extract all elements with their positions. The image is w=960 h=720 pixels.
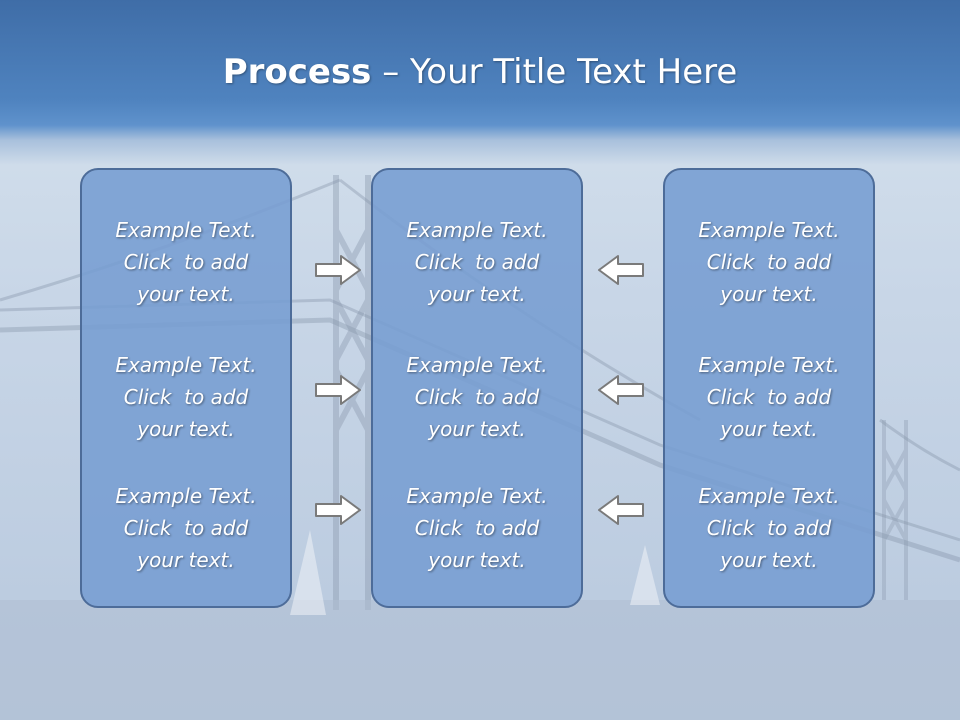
text-line: Click to add xyxy=(123,385,249,409)
text-line: Example Text. xyxy=(115,218,257,242)
text-line: Example Text. xyxy=(406,353,548,377)
arrow-left-icon xyxy=(598,375,644,405)
text-block[interactable]: Example Text. Click to add your text. xyxy=(665,349,873,445)
text-line: Example Text. xyxy=(406,218,548,242)
text-line: Click to add xyxy=(414,250,540,274)
text-block[interactable]: Example Text. Click to add your text. xyxy=(82,214,290,310)
text-line: Click to add xyxy=(123,516,249,540)
text-line: your text. xyxy=(137,282,235,306)
text-line: Click to add xyxy=(414,385,540,409)
text-block[interactable]: Example Text. Click to add your text. xyxy=(82,349,290,445)
title-rest: – Your Title Text Here xyxy=(371,52,738,92)
text-panel-left[interactable]: Example Text. Click to add your text. Ex… xyxy=(80,168,292,608)
text-line: your text. xyxy=(137,548,235,572)
text-line: Example Text. xyxy=(698,353,840,377)
text-line: your text. xyxy=(720,282,818,306)
text-line: Click to add xyxy=(706,250,832,274)
text-block[interactable]: Example Text. Click to add your text. xyxy=(373,480,581,576)
text-block[interactable]: Example Text. Click to add your text. xyxy=(373,214,581,310)
text-line: Click to add xyxy=(706,385,832,409)
text-line: Click to add xyxy=(123,250,249,274)
text-line: Example Text. xyxy=(698,484,840,508)
slide-title[interactable]: Process – Your Title Text Here xyxy=(0,52,960,92)
text-line: Click to add xyxy=(414,516,540,540)
text-line: your text. xyxy=(720,548,818,572)
arrow-left-icon xyxy=(598,495,644,525)
text-line: your text. xyxy=(720,417,818,441)
text-block[interactable]: Example Text. Click to add your text. xyxy=(665,480,873,576)
text-line: Example Text. xyxy=(115,353,257,377)
text-line: your text. xyxy=(137,417,235,441)
text-line: Example Text. xyxy=(115,484,257,508)
title-bold: Process xyxy=(222,52,372,92)
text-line: Example Text. xyxy=(406,484,548,508)
arrow-right-icon xyxy=(315,495,361,525)
text-line: your text. xyxy=(428,417,526,441)
arrow-right-icon xyxy=(315,255,361,285)
text-block[interactable]: Example Text. Click to add your text. xyxy=(82,480,290,576)
text-panel-center[interactable]: Example Text. Click to add your text. Ex… xyxy=(371,168,583,608)
text-panel-right[interactable]: Example Text. Click to add your text. Ex… xyxy=(663,168,875,608)
text-line: Example Text. xyxy=(698,218,840,242)
text-line: your text. xyxy=(428,282,526,306)
text-line: your text. xyxy=(428,548,526,572)
text-block[interactable]: Example Text. Click to add your text. xyxy=(373,349,581,445)
arrow-left-icon xyxy=(598,255,644,285)
text-line: Click to add xyxy=(706,516,832,540)
text-block[interactable]: Example Text. Click to add your text. xyxy=(665,214,873,310)
arrow-right-icon xyxy=(315,375,361,405)
